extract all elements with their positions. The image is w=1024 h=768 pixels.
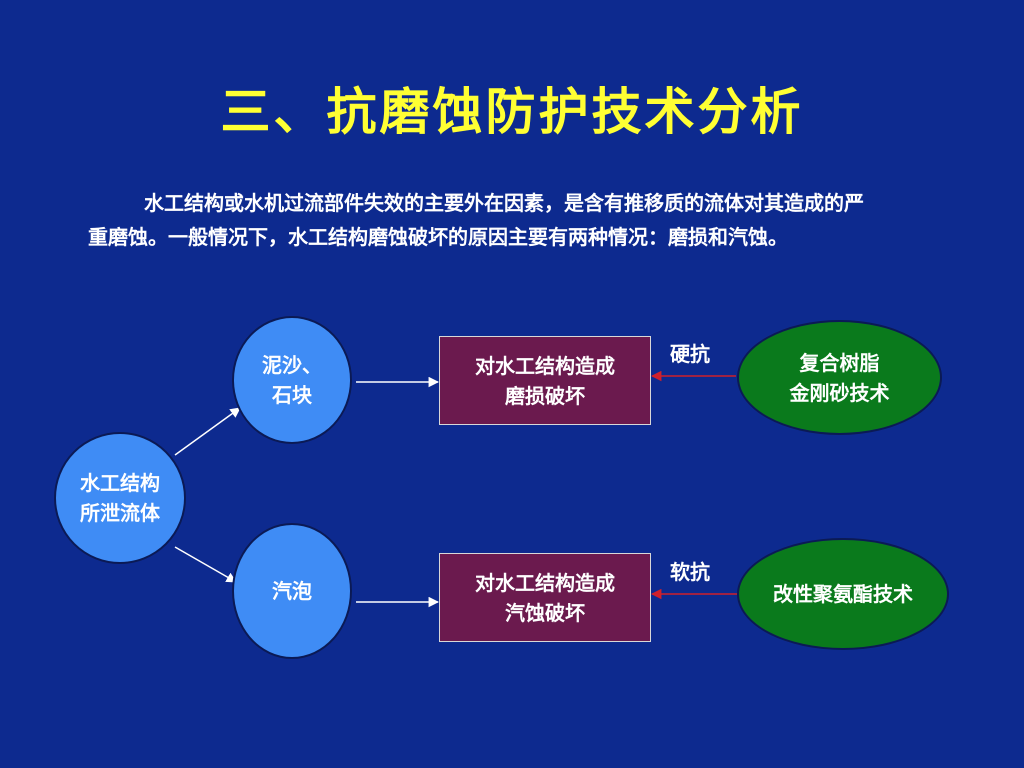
hard-resist-label: 硬抗 (670, 342, 710, 366)
bubble-node: 汽泡 (232, 523, 352, 659)
polyurethane-tech-node: 改性聚氨酯技术 (737, 538, 949, 650)
arrow-source-to-sediment (174, 407, 241, 456)
slide-title: 三、抗磨蚀防护技术分析 (220, 82, 804, 141)
resin-corundum-tech-node: 复合树脂 金刚砂技术 (737, 320, 942, 435)
arrow-source-to-bubble (174, 546, 237, 583)
abrasion-damage-box: 对水工结构造成 磨损破坏 (439, 336, 651, 425)
soft-resist-label: 软抗 (670, 560, 710, 584)
source-fluid-node: 水工结构 所泄流体 (54, 432, 186, 564)
intro-paragraph: 水工结构或水机过流部件失效的主要外在因素，是含有推移质的流体对其造成的严重磨蚀。… (88, 186, 878, 254)
sediment-node: 泥沙、 石块 (232, 316, 352, 444)
intro-paragraph-text: 水工结构或水机过流部件失效的主要外在因素，是含有推移质的流体对其造成的严重磨蚀。… (88, 191, 864, 249)
cavitation-damage-box: 对水工结构造成 汽蚀破坏 (439, 553, 651, 642)
